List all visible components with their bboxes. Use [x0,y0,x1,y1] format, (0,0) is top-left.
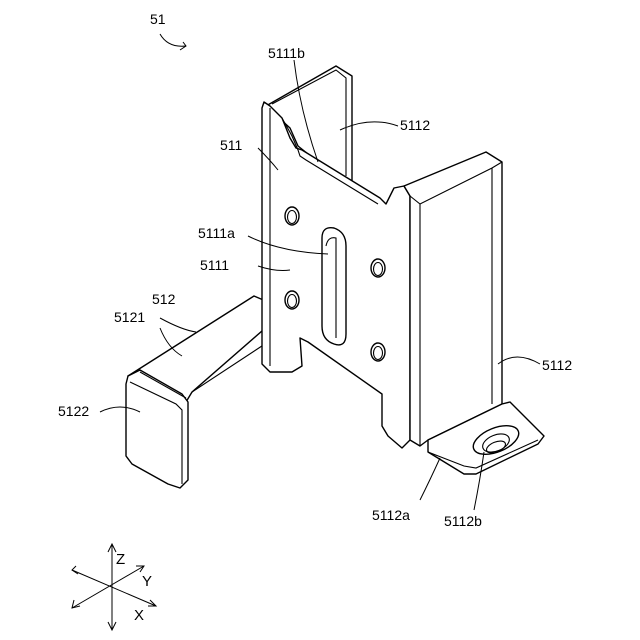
label-5112-top: 5112 [400,117,430,133]
slot-5111a [322,228,346,345]
wall-5112-front [404,152,502,446]
label-5111: 5111 [200,257,229,273]
label-511: 511 [220,137,243,153]
label-5112a: 5112a [372,507,410,523]
label-5112-right: 5112 [542,357,572,373]
label-512: 512 [152,291,176,307]
axis-x-label: X [134,607,144,624]
label-5122: 5122 [58,403,89,419]
label-5121: 5121 [114,309,145,325]
axis-z-label: Z [116,551,125,568]
axis-triad: Z Y X [72,544,156,630]
label-51: 51 [150,11,166,27]
axis-y-label: Y [142,573,152,590]
label-5111b: 5111b [268,45,305,61]
label-5112b: 5112b [444,513,482,529]
arm-512 [126,296,270,488]
label-5111a: 5111a [198,225,235,241]
